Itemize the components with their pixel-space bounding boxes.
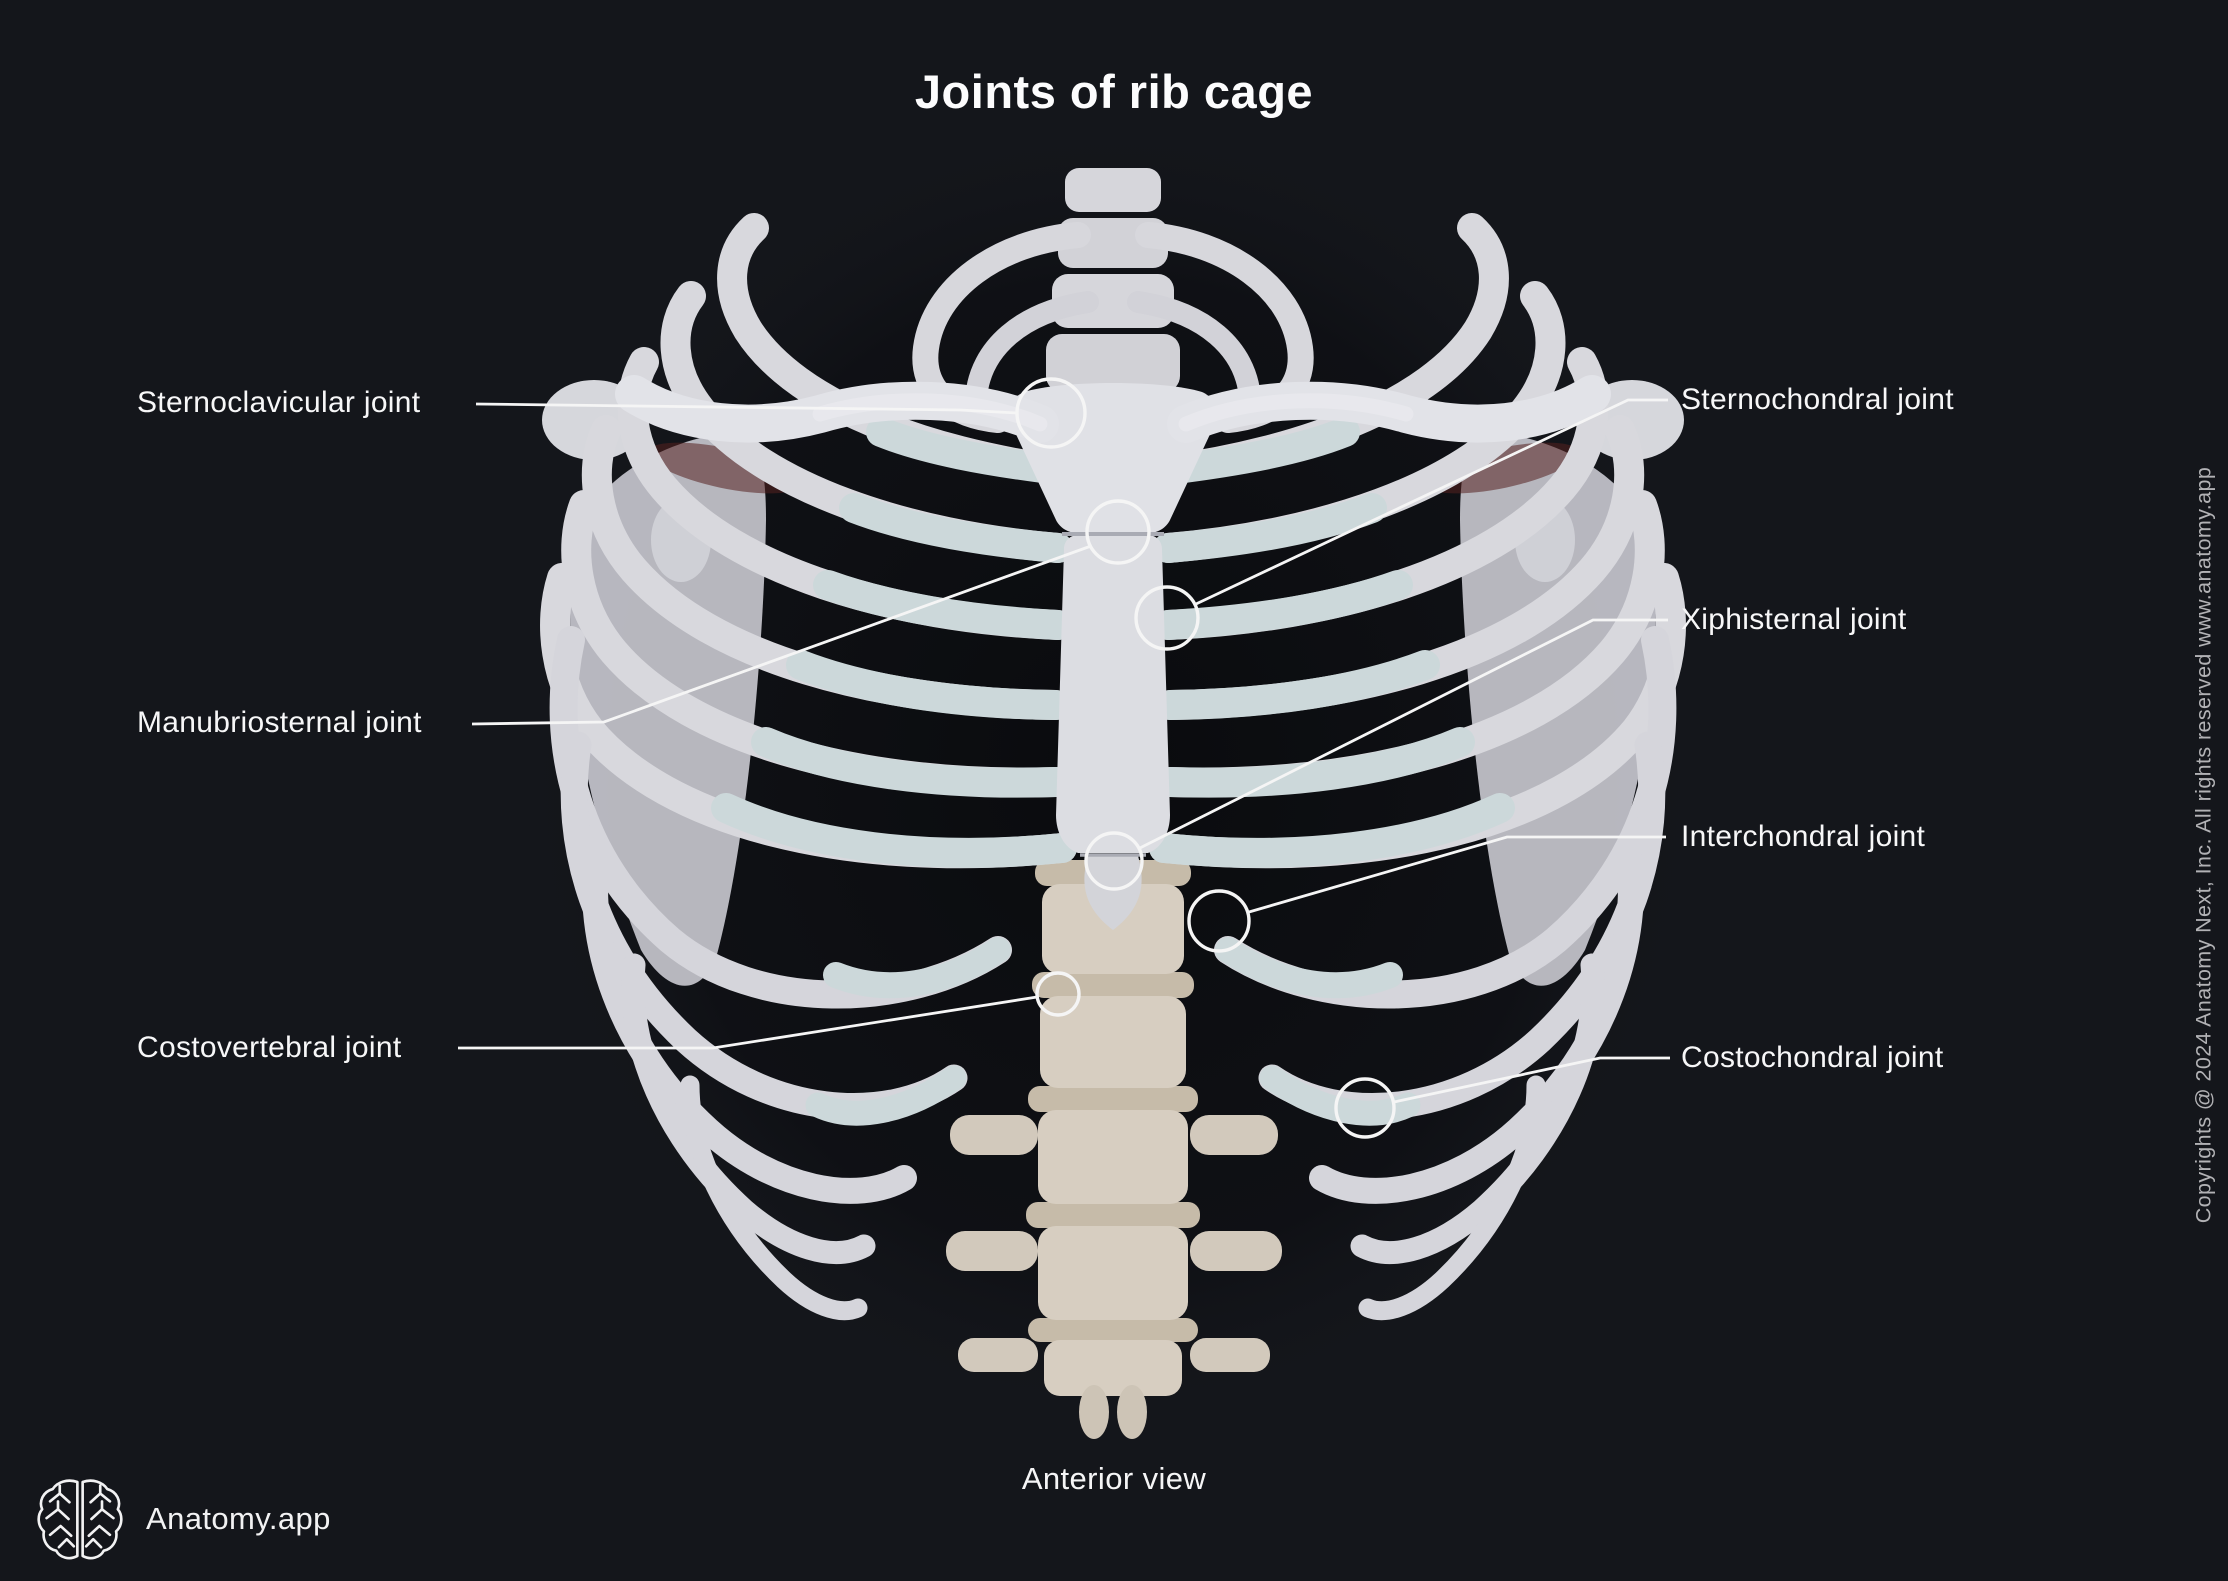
copyright-text: Copyrights @ 2024 Anatomy Next, Inc. All…: [2191, 466, 2216, 1224]
leader-costochondral: [1393, 1056, 1670, 1104]
label-sternoclavicular-joint: Sternoclavicular joint: [137, 386, 421, 419]
annotation-lines: [458, 398, 1670, 1104]
upper-vertebrae: [1046, 168, 1180, 392]
circle-manubriosternal-joint: [1085, 499, 1151, 565]
circle-sternoclavicular-joint: [1015, 377, 1087, 449]
circle-costovertebral-joint: [1035, 971, 1081, 1017]
transverse-processes: [946, 1115, 1282, 1372]
lumbar-spine: [946, 860, 1282, 1439]
view-caption: Anterior view: [1021, 1461, 1207, 1496]
leader-manubriosternal: [471, 544, 1092, 726]
anatomy-app-branding: Anatomy.app: [36, 1474, 331, 1564]
sternum: [1009, 383, 1217, 930]
circle-sternochondral-joint: [1134, 585, 1200, 651]
leader-sternochondral: [1195, 398, 1668, 606]
sternum-body: [1056, 535, 1170, 853]
annotation-circles: [1015, 377, 1396, 1139]
manubrium: [1009, 383, 1217, 533]
sacral-tips: [1079, 1385, 1147, 1439]
label-xiphisternal-joint: Xiphisternal joint: [1681, 603, 1907, 636]
brain-icon: [37, 1479, 123, 1560]
circle-interchondral-joint: [1187, 889, 1251, 953]
leader-sternoclavicular: [475, 402, 1018, 415]
vertebral-bodies: [1038, 884, 1188, 1396]
intervertebral-discs: [1026, 860, 1200, 1342]
page-title: Joints of rib cage: [914, 65, 1314, 118]
leader-xiphisternal: [1139, 618, 1668, 850]
xiphoid-process: [1084, 856, 1142, 930]
label-interchondral-joint: Interchondral joint: [1681, 820, 1926, 853]
brand-name: Anatomy.app: [146, 1501, 331, 1536]
circle-xiphisternal-joint: [1084, 831, 1144, 891]
label-sternochondral-joint: Sternochondral joint: [1681, 383, 1954, 416]
label-manubriosternal-joint: Manubriosternal joint: [137, 706, 422, 739]
label-costovertebral-joint: Costovertebral joint: [137, 1031, 402, 1064]
circle-costochondral-joint: [1334, 1077, 1396, 1139]
leader-costovertebral: [458, 995, 1038, 1050]
label-costochondral-joint: Costochondral joint: [1681, 1041, 1944, 1074]
leader-interchondral: [1248, 835, 1666, 914]
